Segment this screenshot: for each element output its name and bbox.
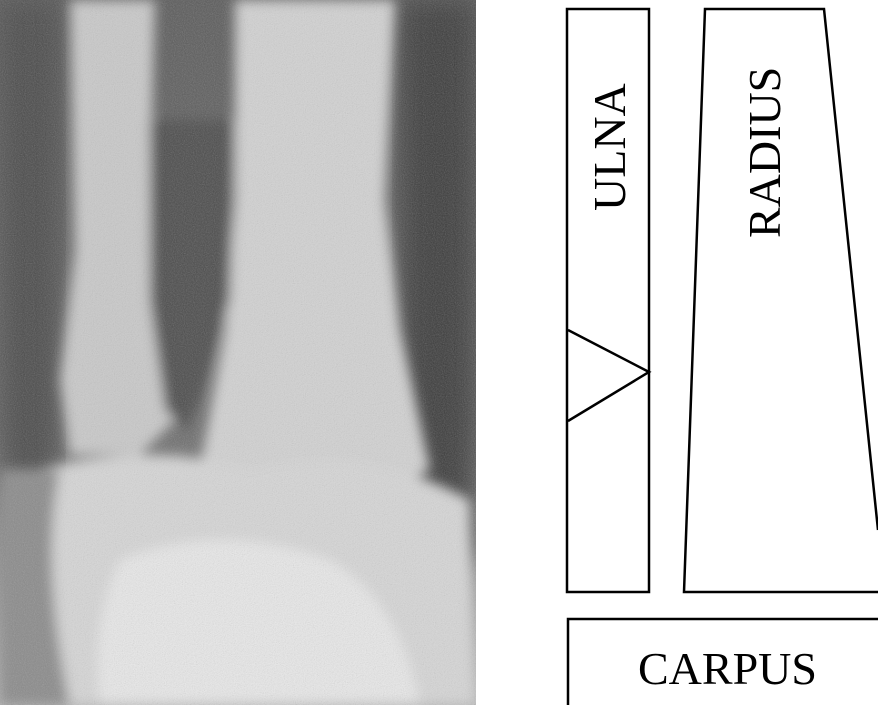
carpus-label: CARPUS: [638, 643, 817, 694]
radius-label: RADIUS: [739, 67, 790, 238]
xray-image: [0, 0, 476, 705]
ulna-notch-triangle: [568, 330, 649, 421]
ulna-label: ULNA: [584, 83, 635, 211]
